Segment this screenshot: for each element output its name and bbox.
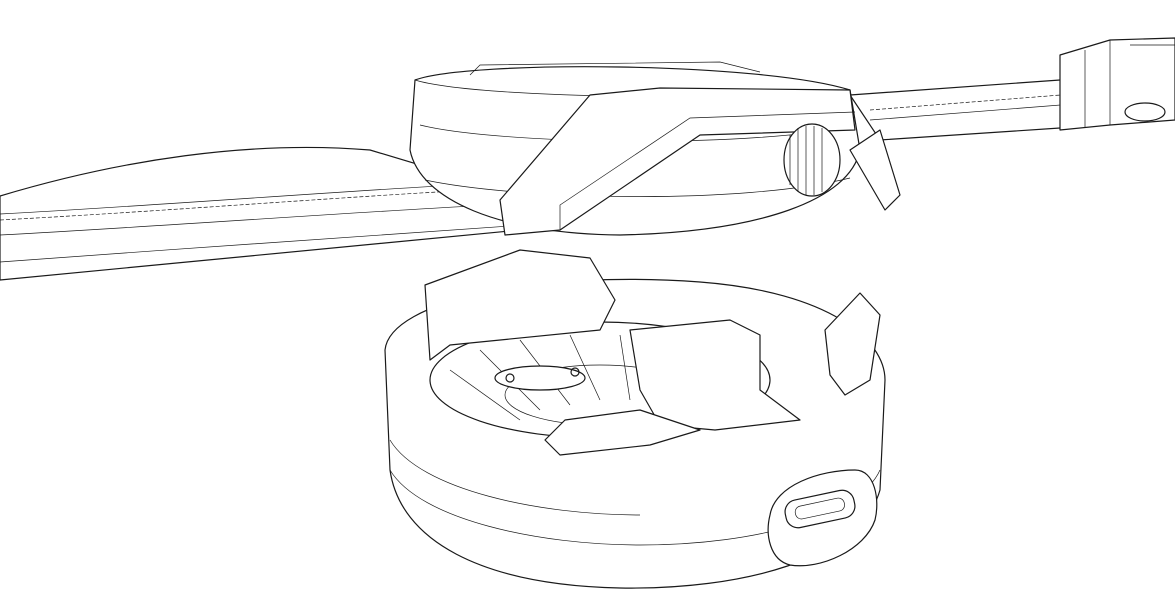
right-watch-strap <box>849 37 1175 141</box>
usb-port <box>767 469 878 567</box>
watch-body <box>409 61 901 236</box>
charging-cradle <box>384 249 886 589</box>
